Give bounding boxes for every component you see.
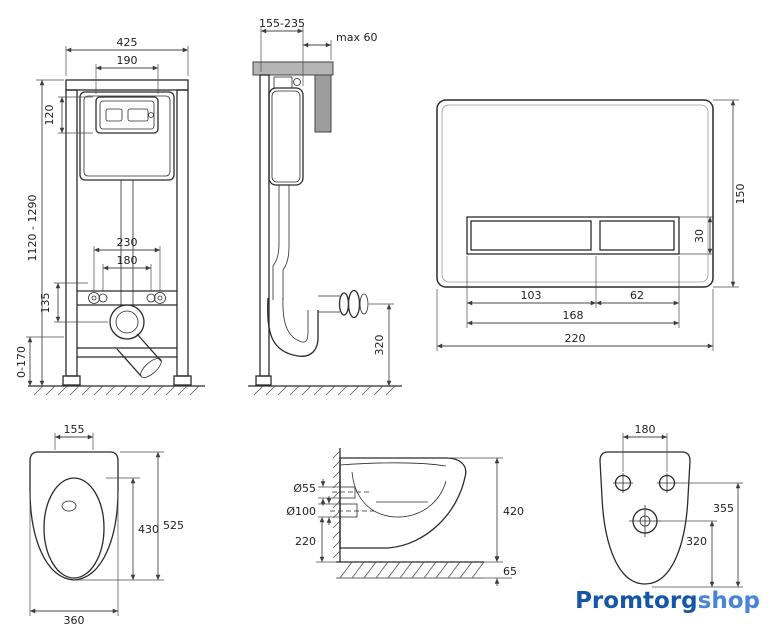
- rear-width-dim: 155: [64, 423, 85, 436]
- big-button-width-dim: 103: [521, 289, 542, 302]
- ground-line-front: [28, 385, 205, 396]
- fixing-points: [88, 292, 166, 304]
- flush-plate-view: 30 150 103 62 168 220: [436, 99, 747, 351]
- outlet-height-dim-side: 220: [295, 535, 316, 548]
- bowl-height-dim: 420: [503, 505, 524, 518]
- button-height-dim: 30: [693, 229, 706, 243]
- fixing-outer-dim: 230: [117, 236, 138, 249]
- small-button-width-dim: 62: [630, 289, 644, 302]
- wall-panel: [314, 74, 332, 133]
- bowl-back-dimensions: 180 320 355: [622, 423, 743, 588]
- depth-range-dim: 155-235: [259, 17, 305, 30]
- max-offset-dim: max 60: [336, 31, 377, 44]
- wall-slab: [252, 61, 334, 76]
- seat-opening: [43, 477, 105, 579]
- inlet-diameter-dim: Ø55: [293, 482, 316, 495]
- flush-plate-dimensions: 30 150 103 62 168 220: [436, 99, 747, 351]
- frame-front-view: 425 190 120 1120 - 1290 230 180 135: [15, 36, 205, 396]
- foot-adjust-dim: 0-170: [15, 346, 28, 378]
- frame-width-dim: 425: [117, 36, 138, 49]
- back-inlet-height-dim: 355: [713, 502, 734, 515]
- flush-pipe: [120, 180, 134, 306]
- drain-hole: [629, 505, 661, 537]
- floor-gap-dim: 65: [503, 565, 517, 578]
- outlet-bend: [267, 289, 369, 357]
- bowl-side-dimensions: Ø55 Ø100 220 420 65: [286, 457, 524, 586]
- floor-section: [336, 561, 485, 579]
- flush-plate-bevel: [441, 104, 709, 283]
- fixing-spacing-dim: 180: [635, 423, 656, 436]
- bowl-top-view: 155 430 525 360: [29, 423, 184, 627]
- frame-side-view: 155-235 max 60 320: [248, 17, 402, 396]
- inspection-panel: [95, 96, 159, 134]
- bowl-back-outline: [599, 451, 691, 585]
- small-flush-button: [599, 220, 675, 251]
- frame-front-dimensions: 425 190 120 1120 - 1290 230 180 135: [15, 36, 189, 386]
- panel-height-dim: 120: [43, 105, 56, 126]
- back-outlet-height-dim: 320: [686, 535, 707, 548]
- panel-width-dim: 190: [117, 54, 138, 67]
- outlet-offset-dim: 135: [39, 293, 52, 314]
- waste-outlet: [109, 304, 162, 379]
- wall-section: [332, 448, 341, 562]
- flush-pipe-side: [272, 185, 290, 300]
- brand-logo: Promtorgshop: [575, 588, 760, 614]
- frame-height-dim: 1120 - 1290: [26, 195, 39, 262]
- bowl-side-view: Ø55 Ø100 220 420 65: [286, 448, 524, 586]
- buttons-width-dim: 168: [563, 309, 584, 322]
- flush-jet: [61, 500, 77, 512]
- bowl-length-dim: 525: [163, 519, 184, 532]
- brand-name: Promtorg: [575, 588, 698, 614]
- bowl-back-view: 180 320 355: [599, 423, 743, 588]
- cistern-side: [268, 76, 304, 186]
- outlet-height-dim: 320: [373, 335, 386, 356]
- fixing-holes: [613, 473, 677, 493]
- big-flush-button: [470, 220, 592, 251]
- outlet-diameter-dim: Ø100: [286, 505, 316, 518]
- cistern: [79, 91, 175, 181]
- button-recess: [466, 216, 680, 255]
- fixing-inner-dim: 180: [117, 254, 138, 267]
- flush-plate-body: [436, 99, 714, 288]
- mounting-frame-outline: [62, 79, 192, 386]
- frame-side-dimensions: 155-235 max 60 320: [259, 17, 394, 386]
- seat-length-dim: 430: [138, 523, 159, 536]
- plate-width-dim: 220: [565, 332, 586, 345]
- bowl-side-outline: [330, 457, 467, 549]
- bowl-top-outline: [29, 451, 119, 581]
- plate-height-dim: 150: [734, 184, 747, 205]
- brand-suffix: shop: [697, 588, 760, 614]
- bowl-top-dimensions: 155 430 525 360: [29, 423, 184, 627]
- ground-line-side: [248, 385, 402, 396]
- frame-rail-side: [255, 74, 272, 386]
- bowl-width-dim: 360: [64, 614, 85, 627]
